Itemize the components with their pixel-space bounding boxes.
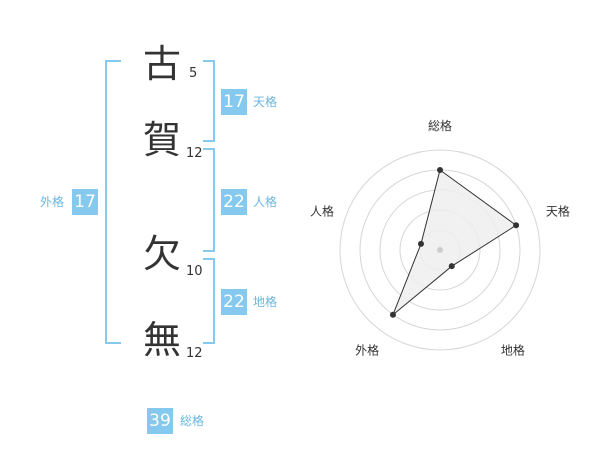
name-char-1: 古 (142, 42, 181, 86)
stroke-count-4: 12 (186, 346, 203, 361)
radar-axis-label: 人格 (310, 204, 334, 219)
radar-point (389, 311, 396, 318)
radar-axis-label: 外格 (355, 342, 379, 357)
jinkaku-bracket (203, 148, 215, 252)
radar-ring (339, 149, 541, 351)
radar-polygon (392, 169, 517, 316)
radar-axis-label: 地格 (501, 342, 525, 357)
name-char-4: 無 (142, 318, 181, 362)
chikaku-bracket (203, 258, 215, 344)
radar-point (448, 263, 455, 270)
chikaku-badge: 22 (221, 289, 247, 315)
name-char-2: 賀 (142, 118, 181, 162)
radar-point (437, 167, 443, 173)
jinkaku-label: 人格 (253, 195, 278, 209)
radar-point (513, 222, 520, 229)
chikaku-label: 地格 (253, 295, 278, 309)
gaikaku-label: 外格 (40, 195, 65, 209)
tenkaku-label: 天格 (253, 95, 278, 109)
stroke-count-2: 12 (186, 146, 203, 161)
radar-axis-label: 総格 (428, 118, 452, 133)
radar-point (417, 240, 424, 247)
stroke-count-1: 5 (189, 66, 198, 81)
radar-axis-label: 天格 (546, 204, 570, 219)
radar-center-dot (437, 247, 443, 253)
tenkaku-badge: 17 (221, 89, 247, 115)
gaikaku-bracket (105, 60, 121, 344)
gaikaku-badge: 17 (72, 189, 98, 215)
tenkaku-bracket (203, 60, 215, 142)
jinkaku-badge: 22 (221, 189, 247, 215)
name-char-3: 欠 (142, 232, 181, 276)
stroke-count-3: 10 (186, 264, 203, 279)
soukaku-label: 総格 (180, 414, 205, 428)
soukaku-badge: 39 (147, 408, 173, 434)
